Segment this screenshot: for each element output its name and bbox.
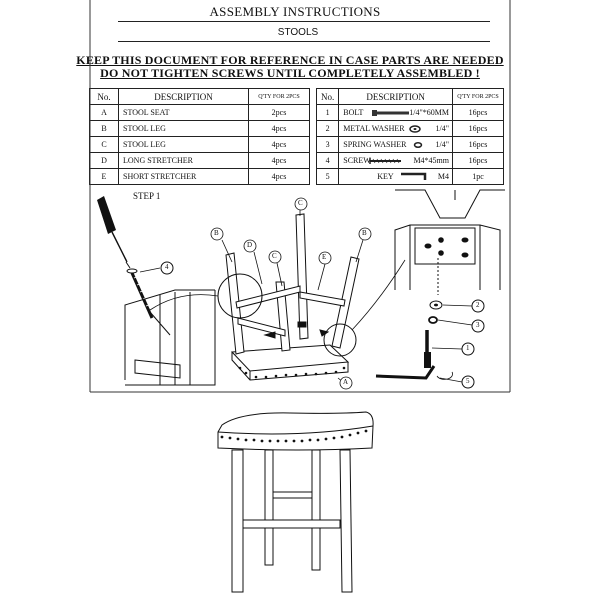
- exploded-hardware: [375, 299, 485, 389]
- hw-name: METAL WASHER: [343, 124, 405, 133]
- parts-table: No. DESCRIPTION Q'TY FOR 2PCS A STOOL SE…: [89, 88, 310, 185]
- callout-1-circle: [461, 342, 475, 356]
- callout-D-circle: [243, 239, 257, 253]
- hw-no: 3: [315, 136, 340, 153]
- callout-2: 2: [476, 301, 480, 309]
- callout-A-circle: [339, 376, 353, 390]
- hw-size: 1/4": [435, 124, 450, 133]
- part-description: SHORT STRETCHER: [118, 168, 249, 185]
- leg-bracket-detail: [394, 189, 505, 295]
- callout-B-left-circle: [210, 227, 224, 241]
- callout-C-top: C: [298, 199, 303, 207]
- hw-description: SCREW M4*45mm: [338, 152, 453, 169]
- callout-E: E: [322, 253, 327, 261]
- washer-icon: [409, 125, 421, 133]
- col-qty: Q'TY FOR 2PCS: [452, 88, 504, 105]
- assembled-stool-drawing: [217, 411, 374, 593]
- table-row: 3 SPRING WASHER 1/4" 16pcs: [315, 136, 504, 153]
- table-row: 4 SCREW M4*45mm 16pcs: [315, 152, 504, 169]
- callout-5: 5: [466, 377, 470, 385]
- hw-no: 5: [315, 168, 340, 185]
- hw-size: M4*45mm: [413, 156, 449, 165]
- hw-size: M4: [437, 172, 449, 181]
- callout-D: D: [247, 241, 253, 249]
- hw-name: SPRING WASHER: [343, 140, 407, 149]
- callout-A: A: [343, 378, 349, 386]
- nailhead-trim: [220, 429, 368, 443]
- spring-washer-icon: [414, 142, 423, 148]
- hw-name: BOLT: [343, 108, 364, 117]
- table-row: 1 BOLT 1/4"*60MM 16pcs: [315, 104, 504, 121]
- table-row: C STOOL LEG 4pcs: [89, 136, 310, 153]
- step-1-label: STEP 1: [133, 191, 161, 201]
- callout-3: 3: [476, 321, 480, 329]
- hw-size: 1/4": [435, 140, 450, 149]
- screwdriver-icon: [97, 196, 131, 269]
- hw-description: BOLT 1/4"*60MM: [338, 104, 453, 121]
- spring-washer-icon: [428, 316, 438, 324]
- leader-right-detail: [351, 259, 406, 331]
- callout-C-top-circle: [294, 197, 308, 211]
- inverted-stool-drawing: [217, 213, 360, 381]
- part-qty: 4pcs: [248, 168, 310, 185]
- callout-B-left: B: [214, 229, 219, 237]
- callout-4: 4: [165, 263, 169, 271]
- document-subtitle: STOOLS: [277, 27, 319, 38]
- hw-no: 2: [315, 120, 340, 137]
- hw-size: 1/4"*60MM: [409, 108, 449, 117]
- part-callouts: [210, 197, 372, 390]
- callout-C-circle: [268, 250, 282, 264]
- callout-2-circle: [471, 299, 485, 313]
- hw-name: SCREW: [343, 156, 371, 165]
- screw-icon: [369, 158, 402, 164]
- callout-B-right-circle: [358, 227, 372, 241]
- callout-3-circle: [471, 319, 485, 333]
- title-underline: [118, 21, 490, 22]
- bolt-icon: [424, 330, 431, 368]
- hw-name: KEY: [377, 172, 394, 181]
- table-row: E SHORT STRETCHER 4pcs: [89, 168, 310, 185]
- hw-qty: 1pc: [452, 168, 504, 185]
- hw-description: KEY M4: [338, 168, 453, 185]
- warning-line-2: DO NOT TIGHTEN SCREWS UNTIL COMPLETELY A…: [100, 66, 480, 80]
- callout-1: 1: [466, 344, 470, 352]
- callout-B-right: B: [362, 229, 367, 237]
- document-title: ASSEMBLY INSTRUCTIONS: [209, 4, 381, 19]
- warning-line-1: KEEP THIS DOCUMENT FOR REFERENCE IN CASE…: [76, 53, 504, 67]
- allen-key-icon: [375, 365, 436, 380]
- allen-key-icon: [401, 172, 427, 180]
- table-row: 5 KEY M4 1pc: [315, 168, 504, 185]
- rotate-arrow-icon: [436, 371, 453, 380]
- subtitle-underline: [118, 41, 490, 42]
- bolt-icon: [372, 110, 410, 116]
- callout-5-circle: [461, 375, 475, 389]
- nailhead-trim: [238, 366, 346, 379]
- leader-left-detail: [149, 294, 219, 311]
- callout-4-circle: [160, 261, 174, 275]
- callout-E-circle: [318, 251, 332, 265]
- stretcher-joint-detail: [124, 289, 216, 386]
- callout-leader: [139, 267, 161, 273]
- callout-C: C: [272, 252, 277, 260]
- hardware-table: No. DESCRIPTION Q'TY FOR 2PCS 1 BOLT 1/4…: [315, 88, 504, 185]
- screw-4-icon: [126, 268, 154, 319]
